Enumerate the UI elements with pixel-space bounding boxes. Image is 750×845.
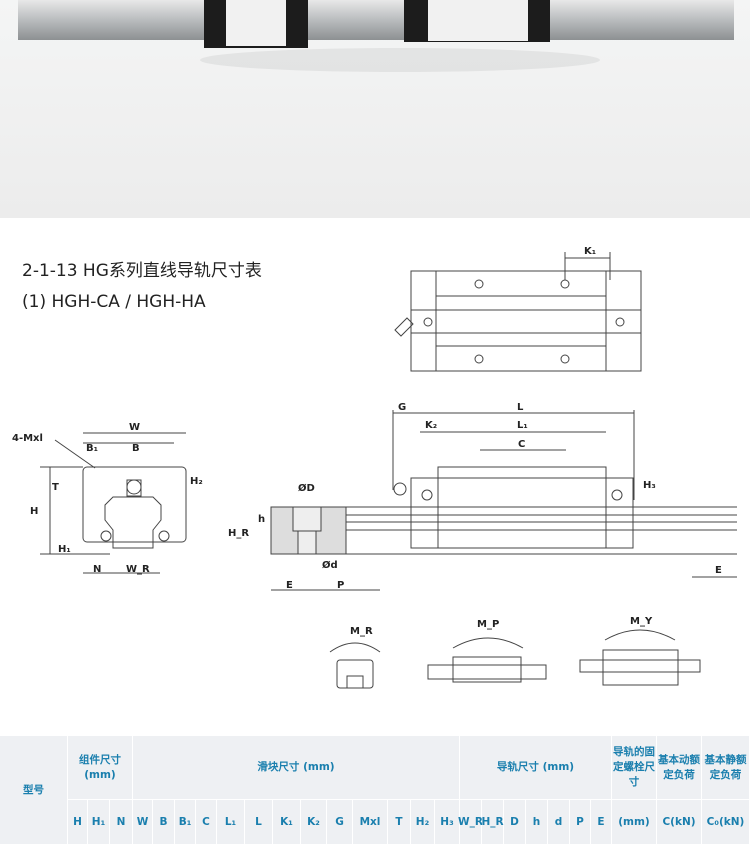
label-d-large: ØD <box>298 482 315 494</box>
side-view-drawing <box>270 410 737 591</box>
label-p: P <box>337 580 344 591</box>
group-header: 导轨尺寸 (mm) <box>460 736 612 800</box>
column-header: C₀(kN) <box>702 800 750 845</box>
column-header: C(kN) <box>657 800 702 845</box>
label-b: B <box>132 443 140 454</box>
label-k1: K₁ <box>584 246 596 257</box>
moment-mr-icon <box>329 642 381 689</box>
moment-mp-icon <box>427 637 547 683</box>
model-header: 型号 <box>0 736 68 845</box>
label-e-left: E <box>286 580 293 591</box>
label-h2: H₂ <box>190 476 203 487</box>
column-header: E <box>591 800 612 845</box>
column-header: K₂ <box>301 800 327 845</box>
label-h1: H₁ <box>58 544 71 555</box>
label-mxl: 4-Mxl <box>12 433 43 444</box>
column-header: H₃ <box>435 800 460 845</box>
label-c: C <box>518 439 525 450</box>
column-header: B₁ <box>175 800 196 845</box>
label-e-right: E <box>715 565 722 576</box>
spec-table-header: 型号组件尺寸 (mm)滑块尺寸 (mm)导轨尺寸 (mm)导轨的固定螺栓尺寸基本… <box>0 736 750 845</box>
label-h3: H₃ <box>643 480 656 491</box>
label-hr: H_R <box>228 528 249 539</box>
front-view-drawing <box>40 432 187 574</box>
group-header: 滑块尺寸 (mm) <box>133 736 460 800</box>
column-header: H₂ <box>411 800 435 845</box>
column-header: W <box>133 800 153 845</box>
label-b1: B₁ <box>86 443 98 454</box>
column-header: P <box>570 800 591 845</box>
column-header: C <box>196 800 217 845</box>
column-header: (mm) <box>612 800 657 845</box>
column-header: d <box>548 800 570 845</box>
label-g: G <box>398 402 406 413</box>
label-l1: L₁ <box>517 420 528 431</box>
column-header: W_R <box>458 800 483 845</box>
label-k2: K₂ <box>425 420 437 431</box>
label-t: T <box>52 482 59 493</box>
column-header: B <box>153 800 175 845</box>
column-header: Mxl <box>353 800 388 845</box>
column-header: H <box>68 800 88 845</box>
group-header: 导轨的固定螺栓尺寸 <box>612 736 657 800</box>
page-title: 2-1-13 HG系列直线导轨尺寸表 <box>22 261 262 281</box>
moment-my-icon <box>579 629 701 686</box>
column-header: K₁ <box>273 800 301 845</box>
column-header: N <box>110 800 133 845</box>
label-w: W <box>129 422 140 433</box>
column-header: G <box>327 800 353 845</box>
column-header: L₁ <box>217 800 245 845</box>
column-header: L <box>245 800 273 845</box>
label-wr: W_R <box>126 564 150 575</box>
label-h-small: h <box>258 514 265 525</box>
column-header: T <box>388 800 411 845</box>
column-header: h <box>526 800 548 845</box>
label-d-small: Ød <box>322 559 338 571</box>
label-mr: M_R <box>350 626 373 637</box>
label-my: M_Y <box>630 616 653 627</box>
group-header: 组件尺寸 (mm) <box>68 736 133 800</box>
label-l: L <box>517 402 524 413</box>
dimension-drawings: K₁ W B₁ B 4-Mxl T H H₁ H₂ N W_R ØD Ød h … <box>12 246 737 689</box>
group-header: 基本静额定负荷 <box>702 736 750 800</box>
top-view-drawing <box>394 252 642 372</box>
column-header: H₁ <box>88 800 110 845</box>
product-photo <box>0 0 750 218</box>
group-header: 基本动额定负荷 <box>657 736 702 800</box>
label-mp: M_P <box>477 619 499 630</box>
label-h: H <box>30 506 38 517</box>
column-header: D <box>504 800 526 845</box>
column-header: H_R <box>481 800 504 845</box>
page-subtitle: (1) HGH-CA / HGH-HA <box>22 292 206 312</box>
label-n: N <box>93 564 101 575</box>
